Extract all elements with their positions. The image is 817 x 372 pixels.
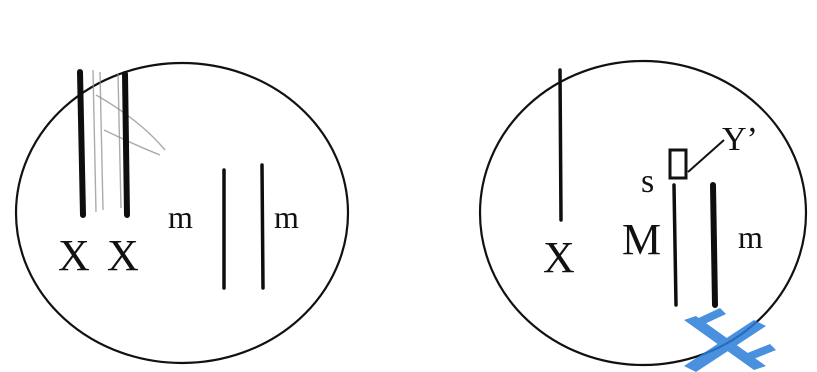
left-cell: X X m m	[14, 61, 350, 365]
right-s-label: s	[641, 163, 654, 200]
right-cell-outline	[478, 59, 808, 367]
left-m-label-2: m	[274, 199, 299, 235]
right-x-label: X	[543, 233, 575, 282]
right-big-m-label: M	[622, 215, 661, 264]
left-m-chromosome-2	[260, 163, 265, 290]
right-big-m-chromosome	[672, 183, 678, 307]
right-y-prime-pointer	[687, 139, 725, 173]
right-y-prime-segment	[668, 148, 688, 180]
left-x-chromosome-1	[77, 69, 86, 218]
right-m-label: m	[738, 219, 763, 255]
left-cell-faint-traces	[92, 69, 166, 213]
left-cell-outline	[14, 61, 350, 365]
watermark-x-icon	[684, 308, 776, 372]
right-y-prime-label: Y’	[722, 121, 758, 158]
right-x-chromosome	[558, 68, 563, 222]
left-x-label-1: X	[58, 231, 90, 280]
left-x-label-2: X	[107, 231, 139, 280]
right-cell: X s Y’ M m	[478, 59, 808, 367]
left-m-label-1: m	[168, 199, 193, 235]
left-x-chromosome-2	[122, 71, 130, 218]
right-m-chromosome	[710, 182, 718, 308]
